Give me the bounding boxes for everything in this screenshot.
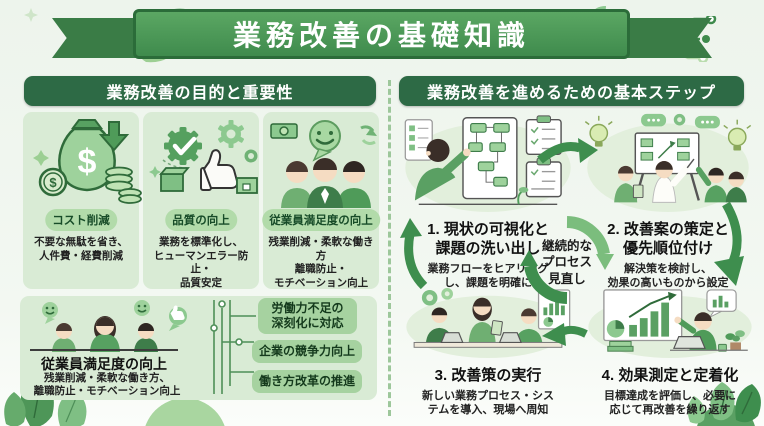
step-2: 2. 改善案の策定と 優先順位付け 解決策を検討し、 効果の高いものから設定 xyxy=(580,112,756,290)
svg-text:$: $ xyxy=(78,143,97,181)
left-section-header: 業務改善の目的と重要性 xyxy=(24,76,376,106)
right-section-title: 業務改善を進めるための基本ステップ xyxy=(426,85,716,102)
money-bag-icon: $ $ xyxy=(33,119,142,204)
leaf-decoration-bottom-right xyxy=(687,382,761,426)
benefit-pill-labor-shortage: 労働力不足の 深刻化に対応 xyxy=(258,298,357,334)
step-3: 3. 改善策の実行 新しい業務プロセス・シス テムを導入、現場へ周知 xyxy=(396,288,580,417)
svg-text:$: $ xyxy=(49,175,57,190)
benefit-pill-competitiveness: 企業の競争力向上 xyxy=(252,340,362,363)
step-4: 4. 効果測定と定着化 目標達成を評価し、必要に 応じて再改善を繰り返す xyxy=(580,288,760,417)
card-label-cost: コスト削減 xyxy=(45,209,117,231)
card-satisfaction: 従業員満足度の向上 残業削減・柔軟な働き方 離職防止・ モチベーション向上 xyxy=(262,112,380,289)
right-section-header: 業務改善を進めるための基本ステップ xyxy=(399,76,744,106)
title-banner: 業務改善の基礎知識 xyxy=(133,9,630,59)
step-1: 1. 現状の可視化と 課題の洗い出し 業務フローをヒアリング し、課題を明確に xyxy=(396,112,580,290)
cycle-arrows-icon xyxy=(520,216,614,304)
benefits-desc: 残業削減・柔軟な働き方、 離職防止・モチベーション向上 xyxy=(33,372,181,398)
team-satisfaction-illustration xyxy=(42,300,187,352)
ribbon-tail-left xyxy=(52,18,144,58)
benefit-pill-workstyle-reform: 働き方改革の推進 xyxy=(252,370,362,393)
card-cost-reduction: $ $ コスト削減 不要な無駄を省き、 人件費・経費削減 xyxy=(23,112,142,289)
ribbon-tail-right xyxy=(620,18,712,58)
card-quality: 品質の向上 業務を標準化し、 ヒューマンエラー防止・ 品質安定 xyxy=(143,112,259,289)
card-desc-cost: 不要な無駄を省き、 人件費・経費削減 xyxy=(34,236,128,262)
page-title: 業務改善の基礎知識 xyxy=(232,20,530,51)
card-desc-satisfaction: 残業削減・柔軟な働き方 離職防止・ モチベーション向上 xyxy=(268,236,374,289)
card-label-satisfaction: 従業員満足度の向上 xyxy=(262,209,380,231)
step1-visualization-illustration xyxy=(404,115,571,212)
card-desc-quality: 業務を標準化し、 ヒューマンエラー防止・ 品質安定 xyxy=(153,236,249,289)
step4-desc: 目標達成を評価し、必要に 応じて再改善を繰り返す xyxy=(604,389,736,417)
cycle-label: 継続的な プロセス 見直し xyxy=(541,239,592,286)
card-label-quality: 品質の向上 xyxy=(165,209,237,231)
employees-icon xyxy=(270,120,377,208)
step3-desc: 新しい業務プロセス・シス テムを導入、現場へ周知 xyxy=(422,389,554,417)
section-divider xyxy=(388,80,391,416)
sparkle-decoration xyxy=(24,8,38,22)
arrow-step3-to-step1-icon xyxy=(400,218,428,290)
circuit-decoration-benefits xyxy=(210,300,256,394)
arrow-step2-to-step4-icon xyxy=(714,201,744,286)
left-section-title: 業務改善の目的と重要性 xyxy=(106,85,294,102)
benefits-title: 従業員満足度の向上 xyxy=(30,349,178,374)
step3-title: 3. 改善策の実行 xyxy=(434,367,542,384)
step2-title: 2. 改善案の策定と 優先順位付け xyxy=(607,221,729,257)
step2-planning-illustration xyxy=(584,113,752,212)
step2-desc: 解決策を検討し、 効果の高いものから設定 xyxy=(607,262,729,289)
gears-thumbs-up-icon xyxy=(149,120,258,194)
step4-measurement-illustration xyxy=(588,289,752,358)
arrow-step1-to-step2-icon xyxy=(537,138,598,164)
step1-desc: 業務フローをヒアリング し、課題を明確に xyxy=(427,262,549,289)
step4-title: 4. 効果測定と定着化 xyxy=(601,367,739,384)
step3-execution-illustration xyxy=(406,288,571,358)
arrow-step4-to-step3-icon xyxy=(542,323,588,346)
step1-title: 1. 現状の可視化と 課題の洗い出し xyxy=(427,221,549,257)
